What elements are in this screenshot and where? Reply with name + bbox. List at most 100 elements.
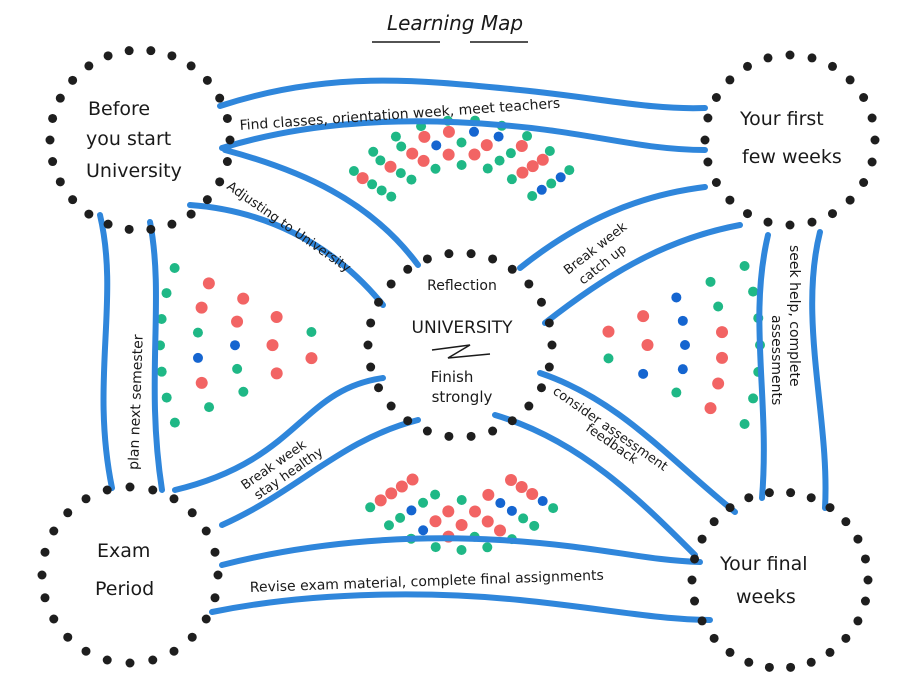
ring-dot [806,493,816,503]
ring-dot [845,75,855,85]
field-dot [494,155,505,166]
ring-dot [84,209,94,219]
ring-dot [709,517,719,527]
ring-dot [201,614,211,624]
field-dot [739,419,750,430]
field-dot [529,520,540,531]
ring-dot [544,318,554,328]
path-diag-br-upper [537,370,738,515]
ring-dot [186,209,196,219]
node-university-center: Reflection UNIVERSITY Finish strongly [412,278,514,406]
path-left-inner [147,219,165,493]
node-label-line: you start [86,128,171,150]
ring-dot [860,596,870,606]
field-dot [506,505,517,516]
ring-dot [202,195,212,205]
dots-bottom [365,473,559,555]
field-dot [716,351,729,364]
ring-dot [40,593,50,603]
path-label-feedback-1: consider assessment [550,384,670,475]
path-diag-bl-lower [219,417,421,528]
field-dot [442,505,455,518]
ring-dot [422,426,432,436]
ring-dot [763,53,773,63]
ring-dot [536,297,546,307]
ring-dot [366,362,376,372]
field-dot [406,473,419,486]
field-dot [406,505,417,516]
ring-dot [202,75,212,85]
field-dot [406,174,417,185]
field-dot [417,154,430,167]
field-dot [739,260,750,271]
field-dot [515,480,528,493]
ring-dot [488,426,498,436]
ring-dot [444,431,454,441]
field-dot [518,513,529,524]
path-right-outer [809,229,829,511]
field-dot [712,377,725,390]
ring-dot [55,177,65,187]
ring-dot [488,254,498,264]
field-dot [368,146,379,157]
field-dot [266,339,279,352]
node-before-university: Before you start University [86,98,182,182]
ring-dot [785,220,795,230]
field-dot [481,515,494,528]
ring-dot [63,508,73,518]
dots-left [155,262,318,428]
ring-dot [81,646,91,656]
ring-dot [81,494,91,504]
field-dot [469,505,482,518]
ring-dot [146,46,156,56]
ring-dot [697,534,707,544]
field-dot [192,352,203,363]
ring-first-weeks [700,50,880,230]
ring-dot [870,135,880,145]
map-title: Learning Map [387,11,523,35]
ring-dot [55,93,65,103]
ring-dot [725,195,735,205]
path-top-upper [217,77,708,112]
ring-dot [374,297,384,307]
ring-dot [37,570,47,580]
field-dot [356,172,369,185]
field-dot [705,276,716,287]
field-dot [395,168,406,179]
field-dot [395,480,408,493]
field-dot [418,525,429,536]
field-dot [367,179,378,190]
field-dot [537,496,548,507]
field-dot [161,288,172,299]
ring-dot [187,632,197,642]
ring-dot [167,219,177,229]
field-dot [383,520,394,531]
field-dot [677,315,688,326]
field-dot [526,488,539,501]
ring-dot [786,662,796,672]
field-dot [482,163,493,174]
field-dot [230,340,241,351]
field-dot [555,172,566,183]
ring-dot [49,526,59,536]
ring-dot [763,217,773,227]
path-top-lower [219,118,708,153]
ring-dot [536,383,546,393]
field-dot [713,301,724,312]
ring-dot [45,135,55,145]
ring-dot [148,485,158,495]
ring-dot [146,224,156,234]
ring-dot [363,340,373,350]
ring-dot [167,51,177,61]
field-dot [384,160,397,173]
center-university: UNIVERSITY [412,318,514,338]
ring-dot [725,75,735,85]
ring-dot [867,157,877,167]
field-dot [522,131,533,142]
ring-dot [703,157,713,167]
ring-dot [422,254,432,264]
ring-dot [700,135,710,145]
node-first-weeks: Your first few weeks [739,108,842,168]
path-diag-br-lower [492,412,698,558]
